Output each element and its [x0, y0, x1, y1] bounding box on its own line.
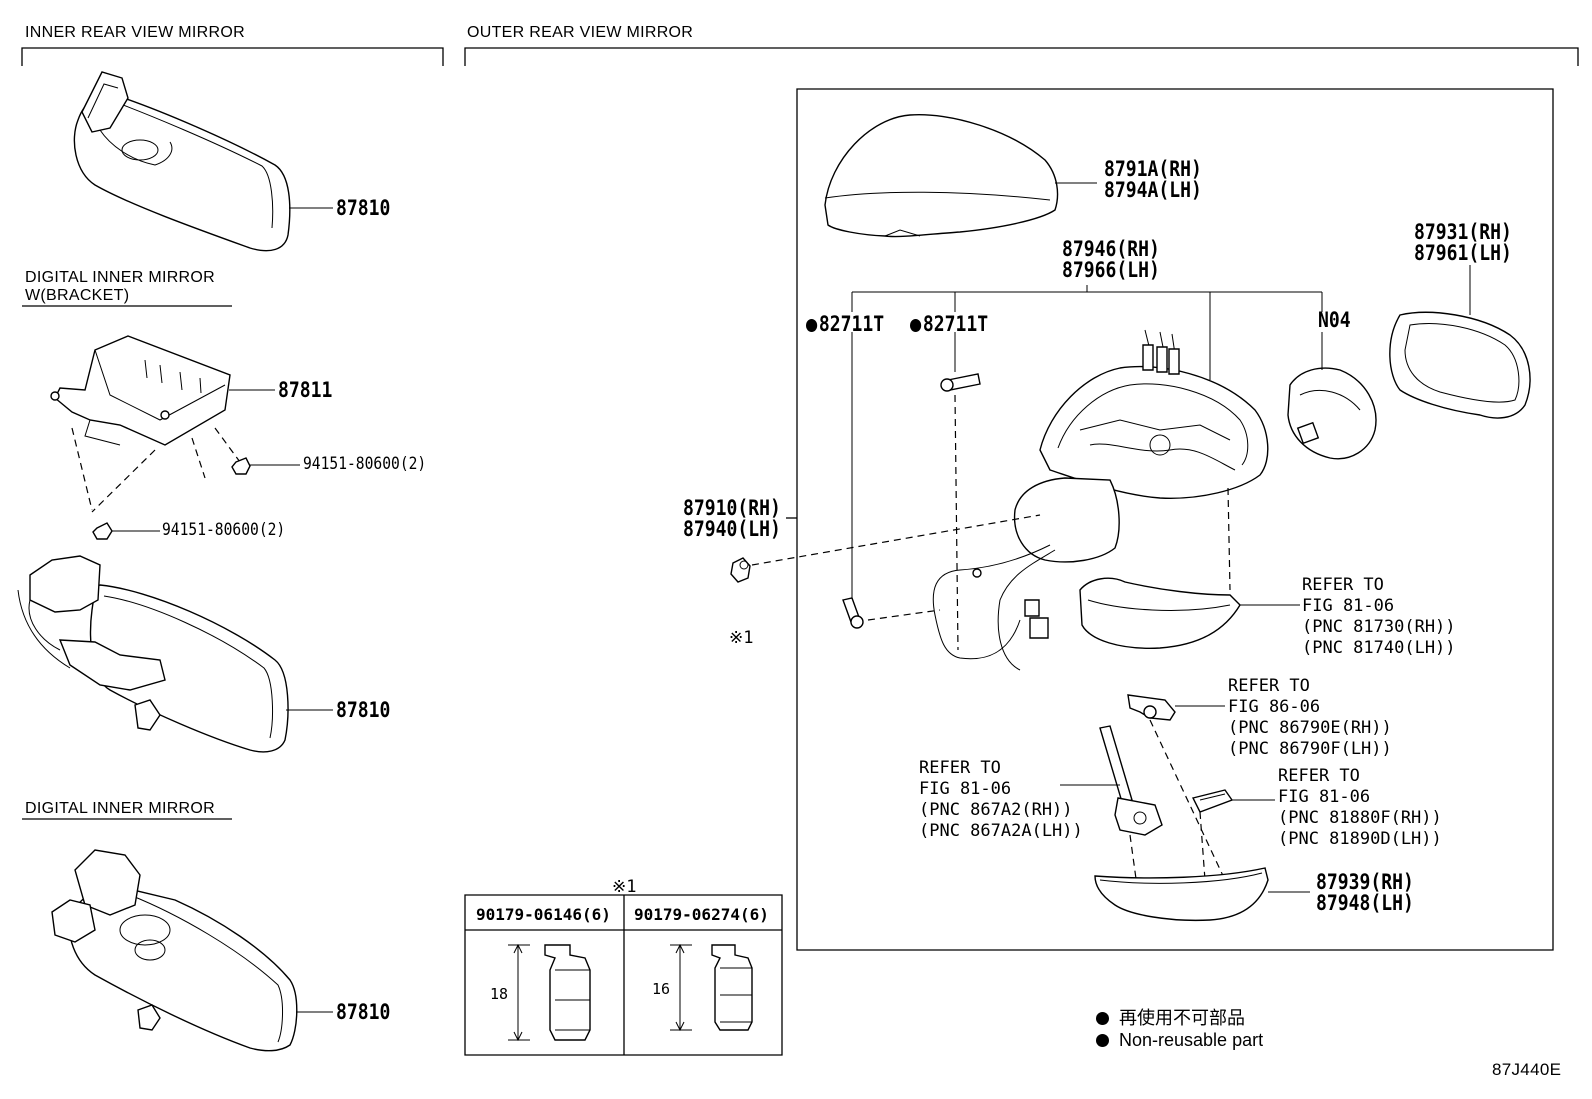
clip-drawing-left: [843, 332, 940, 628]
part-number-94151-upper: 94151-80600(2): [303, 454, 427, 474]
table-header-col2: 90179-06274(6): [634, 905, 769, 924]
reference-lamp: REFER TO FIG 86-06 (PNC 86790E(RH)) (PNC…: [1228, 676, 1392, 759]
table-header-col1: 90179-06146(6): [476, 905, 611, 924]
mirror-actuator-drawing: [1288, 332, 1376, 459]
section-title-digital: DIGITAL INNER MIRROR: [25, 800, 216, 817]
lamp-drawing: [1128, 695, 1225, 880]
nut-drawing: [731, 515, 1040, 582]
section-title-inner: INNER REAR VIEW MIRROR: [25, 24, 245, 41]
part-number-94151-lower: 94151-80600(2): [162, 520, 286, 540]
digital-mirror-drawing: [52, 850, 333, 1051]
outer-mirror-bracket-line: [465, 48, 1578, 66]
part-number-87811: 87811: [278, 378, 333, 402]
note-mark: ※1: [729, 628, 754, 648]
inner-mirror-bracket-line: [22, 48, 443, 66]
section-title-digital-bracket: DIGITAL INNER MIRROR: [25, 269, 216, 286]
section-title-outer: OUTER REAR VIEW MIRROR: [467, 24, 694, 41]
legend-japanese: 再使用不可部品: [1096, 1004, 1245, 1030]
table-dimension-col1: 18: [490, 985, 509, 1003]
reference-turn-signal: REFER TO FIG 81-06 (PNC 81730(RH)) (PNC …: [1302, 575, 1456, 658]
mirror-cover-drawing: [825, 115, 1097, 237]
lower-cover-drawing: [1095, 868, 1310, 920]
legend-english: Non-reusable part: [1096, 1030, 1263, 1051]
table-note-mark: ※1: [612, 877, 637, 897]
mirror-housing-drawing: [933, 330, 1268, 670]
non-reusable-dot: [806, 319, 818, 332]
part-number-mirror-glass: 87931(RH) 87961(LH): [1414, 220, 1512, 265]
mirror-glass-drawing: [1390, 265, 1530, 418]
inner-mirror-drawing: [74, 72, 333, 251]
reference-sensor: REFER TO FIG 81-06 (PNC 81880F(RH)) (PNC…: [1278, 766, 1442, 849]
outer-assembly-frame: [797, 89, 1553, 950]
part-number-mirror-cover: 8791A(RH) 8794A(LH): [1104, 157, 1202, 202]
digital-bracket-drawing: [51, 336, 300, 539]
part-number-87810-digital: 87810: [336, 1000, 391, 1024]
non-reusable-dot: [910, 319, 922, 332]
legend-dot-icon: [1096, 1012, 1109, 1025]
reference-camera: REFER TO FIG 81-06 (PNC 867A2(RH)) (PNC …: [919, 758, 1083, 841]
sensor-drawing: [1193, 790, 1275, 880]
digital-mirror-bracket-drawing: [18, 556, 333, 752]
part-number-87810-inner: 87810: [336, 196, 391, 220]
part-number-outer-mirror-assy: 87910(RH) 87940(LH): [683, 496, 781, 541]
fastener-table: [465, 895, 782, 1055]
housing-leader: [852, 285, 1322, 380]
part-number-clip-right: 82711T: [910, 314, 988, 335]
table-dimension-col2: 16: [652, 980, 671, 998]
figure-code: 87J440E: [1492, 1060, 1562, 1079]
part-number-mirror-housing: 87946(RH) 87966(LH): [1062, 237, 1160, 282]
part-number-clip-left: 82711T: [806, 314, 884, 335]
part-number-n04: N04: [1318, 308, 1351, 332]
part-number-lower-cover: 87939(RH) 87948(LH): [1316, 870, 1414, 915]
turn-signal-drawing: [1080, 488, 1300, 648]
clip-drawing: [941, 332, 980, 650]
camera-drawing: [1060, 726, 1162, 908]
section-subtitle-bracket: W(BRACKET): [25, 287, 130, 304]
part-number-87810-digital-bracket: 87810: [336, 698, 391, 722]
legend-dot-icon: [1096, 1034, 1109, 1047]
